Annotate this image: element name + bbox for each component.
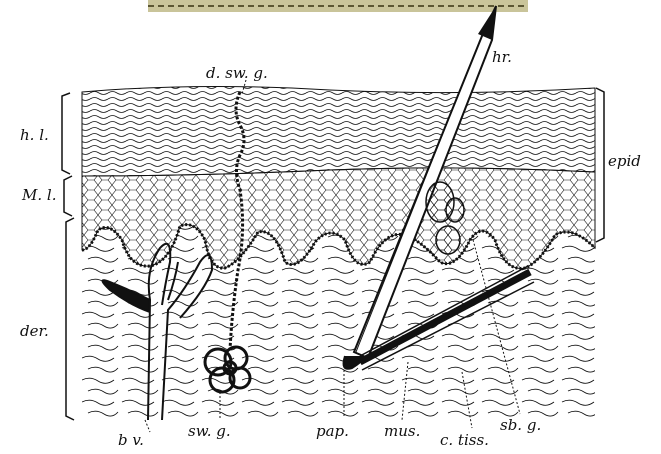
label-malpighian-layer: M. l.: [21, 186, 56, 204]
label-epidermis: epid: [608, 152, 641, 170]
label-dermis: der.: [20, 322, 49, 340]
malpighian-layer-bracket: [64, 176, 72, 216]
epidermis-bracket: [596, 88, 604, 242]
label-connective-tissue: c. tiss.: [440, 431, 489, 449]
horny-layer-bracket: [62, 93, 70, 174]
label-papilla: pap.: [316, 422, 349, 440]
label-hair: hr.: [492, 48, 512, 66]
dermis-bracket: [66, 218, 74, 420]
label-horny-layer: h. l.: [20, 126, 49, 144]
label-sweat-gland: sw. g.: [188, 422, 231, 440]
leader-blood-vessels: [145, 420, 150, 432]
label-sebaceous-gland: sb. g.: [500, 416, 541, 434]
label-blood-vessels: b v.: [118, 431, 144, 449]
label-sweat-duct: d. sw. g.: [206, 64, 268, 82]
horny-layer: [82, 86, 595, 176]
label-muscle: mus.: [384, 422, 420, 440]
